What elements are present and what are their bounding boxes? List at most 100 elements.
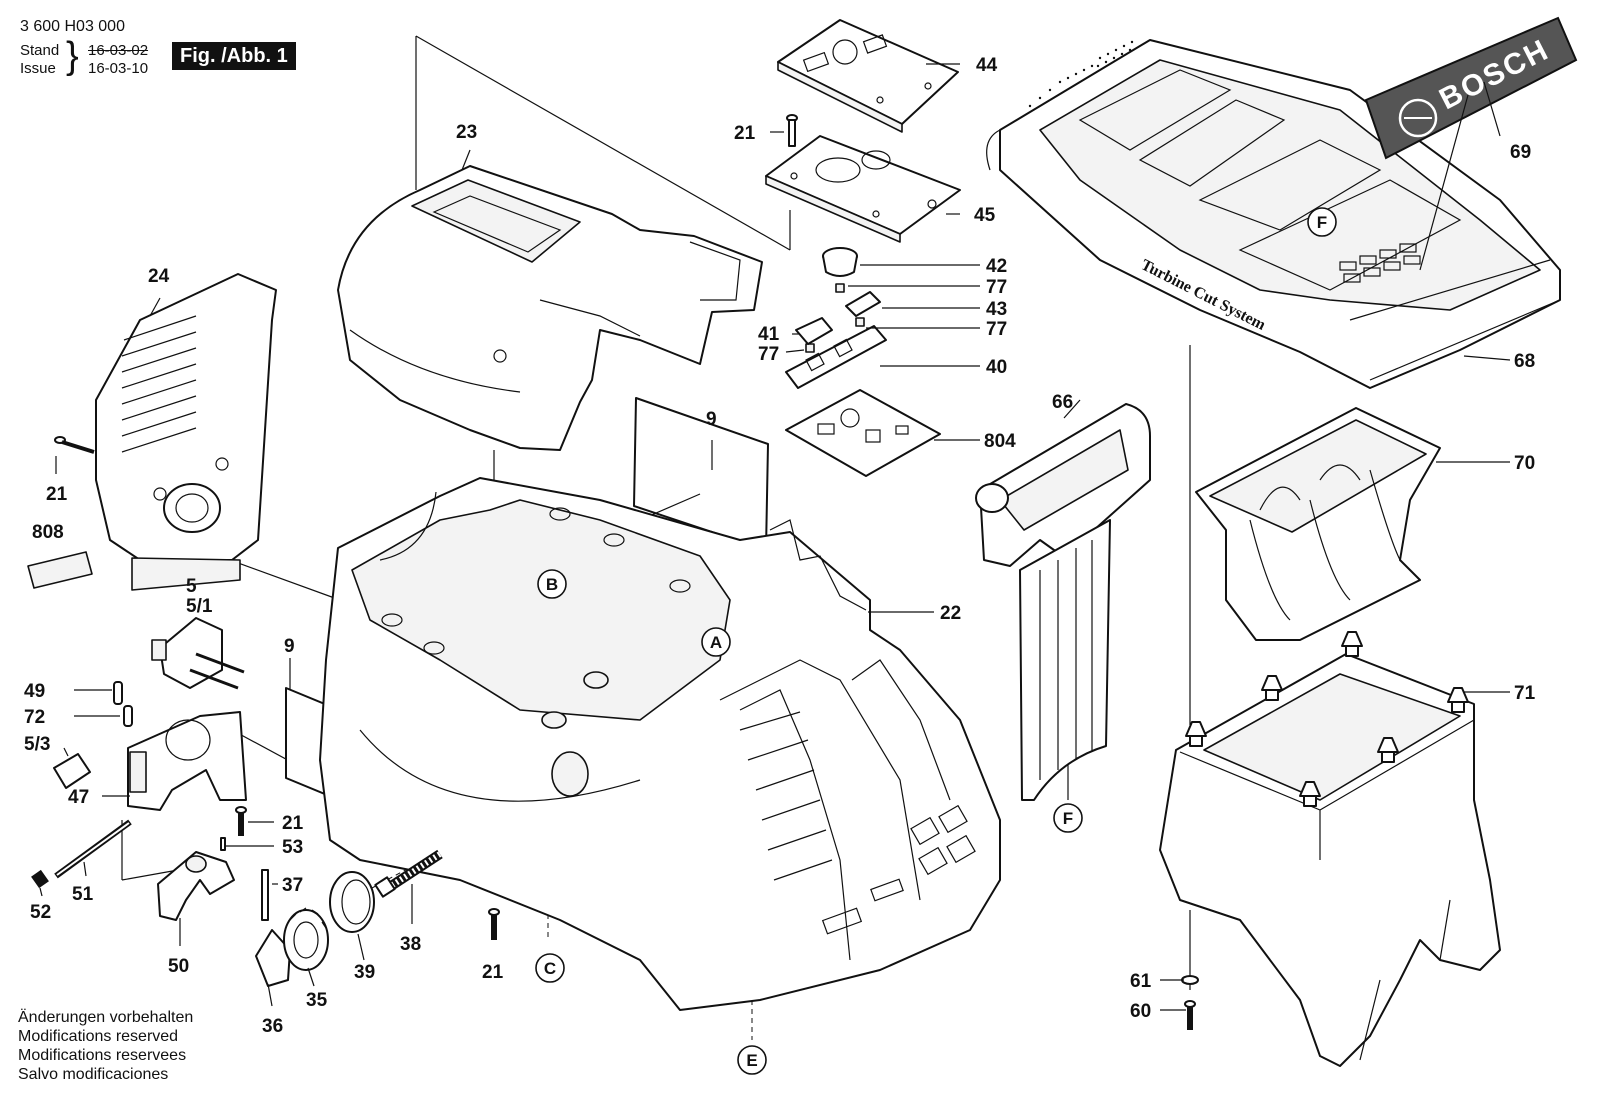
label-41: 41 [758,324,780,345]
label-23: 23 [456,122,477,143]
svg-text:E: E [746,1051,757,1070]
part-72-pin [123,705,133,727]
part-43-button [845,291,881,317]
part-21-screw-left [54,436,95,454]
grid-vents [1339,243,1421,283]
label-52: 52 [30,902,51,923]
part-60-screw [1184,1000,1196,1030]
part-66-pusher [975,403,1151,801]
part-808-label [27,551,93,589]
label-43: 43 [986,299,1007,320]
part-35-gear-knob [283,907,329,971]
part-47-cable-holder [127,711,247,811]
part-38-threaded-rod [374,849,443,898]
svg-text:B: B [546,575,558,594]
label-60: 60 [1130,1001,1151,1022]
note-spanish: Salvo modificaciones [18,1066,169,1083]
label-5-3: 5/3 [24,734,50,755]
part-37-pin [261,869,269,921]
label-36: 36 [262,1016,283,1037]
part-23-upper-housing [337,165,763,451]
alignment-posts [1185,631,1469,807]
label-42: 42 [986,256,1007,277]
part-53-pin [220,837,226,851]
issue-date: 16-03-10 [88,60,149,77]
part-24-side-cover [95,273,277,591]
svg-text:C: C [544,959,556,978]
label-21-left: 21 [46,484,68,505]
label-38: 38 [400,934,421,955]
part-5-3-clamp [53,753,91,789]
label-21-middle: 21 [282,813,304,834]
svg-text:F: F [1317,213,1327,232]
marker-a: A [701,627,731,657]
marker-f-top: F [1307,207,1337,237]
header-brace: } [66,35,79,77]
part-21-screw-middle [235,806,247,836]
label-77-b: 77 [986,319,1007,340]
issue-label: Issue [20,60,56,77]
note-french: Modifications reservees [18,1047,187,1064]
label-49: 49 [24,681,45,702]
part-number-labels: 44 21 45 23 42 77 43 41 77 77 40 804 24 … [24,55,1536,1037]
part-42-knob [822,247,858,277]
label-53: 53 [282,837,303,858]
label-21-top: 21 [734,123,756,144]
label-39: 39 [354,962,375,983]
part-77-spring-a [835,283,845,293]
label-21-bottom: 21 [482,962,504,983]
part-49-pin [113,681,123,705]
label-22: 22 [940,603,961,624]
part-804-circuit-board [785,389,941,477]
part-44-switch-cover [777,19,959,133]
part-70-hopper-insert [1195,407,1441,641]
part-39-cap [329,871,375,933]
label-47: 47 [68,787,89,808]
part-36-plate [255,929,291,987]
label-5: 5 [186,576,197,597]
label-66: 66 [1052,392,1073,413]
part-68-top-cover: Turbine Cut System [986,39,1561,389]
label-77-a: 77 [986,277,1007,298]
label-804: 804 [984,431,1016,452]
part-61-washer [1181,975,1199,985]
part-71-lower-housing [1159,631,1501,1067]
part-50-bracket [157,851,235,921]
marker-e: E [737,1045,767,1075]
label-5-1: 5/1 [186,596,213,617]
label-71: 71 [1514,683,1536,704]
label-24: 24 [148,266,170,287]
modification-notes: Änderungen vorbehalten Modifications res… [18,1008,193,1084]
part-77-spring-c [805,343,815,353]
label-35: 35 [306,990,328,1011]
label-50: 50 [168,956,189,977]
figure-label: Fig. /Abb. 1 [172,42,296,70]
part-21-screw-bottom [488,908,500,940]
marker-c: C [535,953,565,983]
part-40-switch-board [785,325,887,389]
svg-text:A: A [710,633,722,652]
connection-markers: A B C E F F [535,207,1337,1075]
note-german: Änderungen vorbehalten [18,1009,194,1026]
document-number: 3 600 H03 000 [20,18,125,35]
label-69: 69 [1510,142,1531,163]
marker-f-bottom: F [1053,803,1083,833]
part-69-brand-badge: BOSCH [1364,16,1578,160]
marker-b: B [537,569,567,599]
part-5-plug [151,617,245,690]
stand-label: Stand [20,42,60,59]
label-37: 37 [282,875,303,896]
label-72: 72 [24,707,45,728]
label-77-c: 77 [758,344,779,365]
svg-text:F: F [1063,809,1073,828]
label-808: 808 [32,522,64,543]
part-45-switch-plate [765,135,961,243]
label-9-b: 9 [284,636,295,657]
label-9-a: 9 [706,409,717,430]
part-41-button [795,317,833,345]
label-51: 51 [72,884,94,905]
label-61: 61 [1130,971,1152,992]
label-70: 70 [1514,453,1535,474]
